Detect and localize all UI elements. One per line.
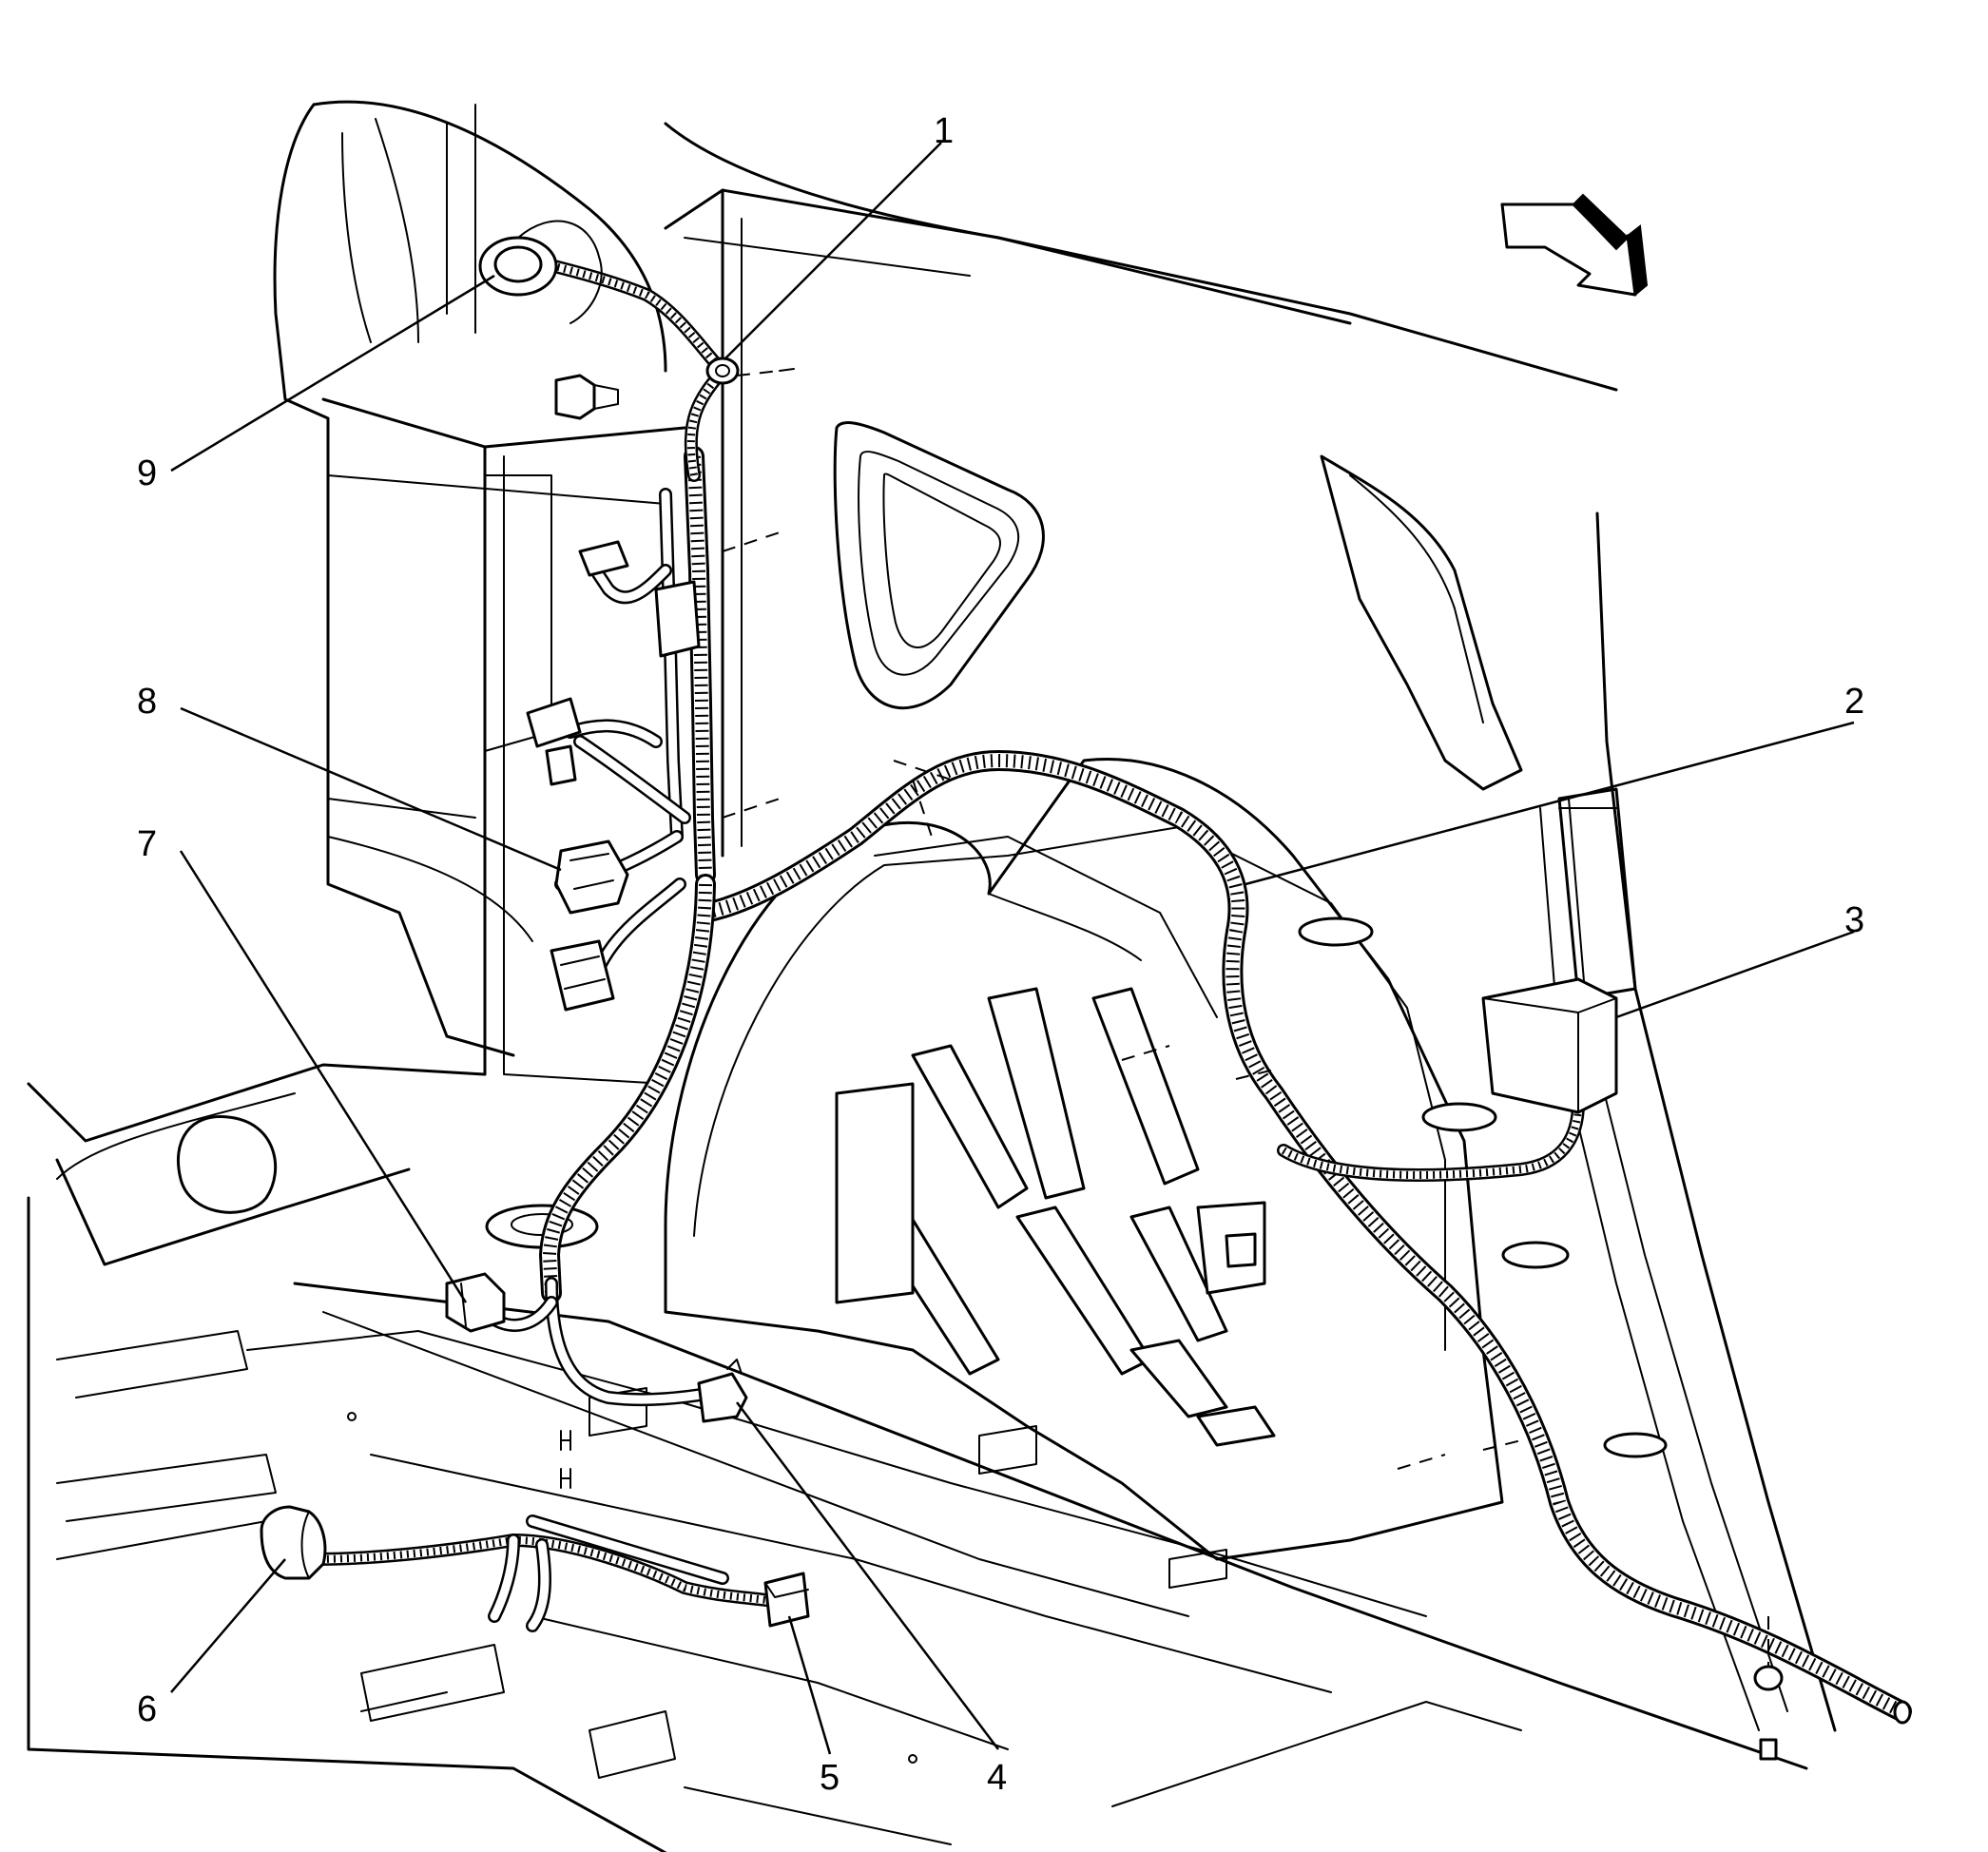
pillar-connector <box>545 744 577 786</box>
leader-3 <box>1615 930 1855 1019</box>
leader-6 <box>170 1558 286 1693</box>
leader-2 <box>1245 721 1855 886</box>
callout-4: 4 <box>987 1758 1007 1798</box>
callout-5: 5 <box>820 1758 840 1798</box>
pillar-connector <box>526 697 582 748</box>
wiring-harness <box>307 250 1912 1725</box>
slot-opening <box>1603 1432 1668 1458</box>
harness-clip-grommet <box>705 357 795 385</box>
access-hole-left <box>176 1114 278 1214</box>
floor-harness <box>307 1277 786 1632</box>
slot-opening <box>1421 1102 1497 1132</box>
callout-9: 9 <box>137 453 157 493</box>
callout-2: 2 <box>1844 682 1864 722</box>
floor-pan <box>27 1196 667 1852</box>
harness-connector-8 <box>554 839 629 915</box>
callout-1: 1 <box>934 111 954 151</box>
leader-9 <box>170 274 495 473</box>
tail-lamp-recess <box>1557 787 1637 1000</box>
callout-8: 8 <box>137 682 157 722</box>
components <box>260 220 1784 1761</box>
leader-1 <box>724 142 942 360</box>
floor-branch-harness <box>539 874 716 1303</box>
callout-labels: 1 2 3 4 5 6 7 8 9 <box>137 111 1864 1798</box>
wheel-house <box>664 758 1504 1561</box>
pillar-connector-lower <box>550 939 615 1012</box>
floor-connector-4 <box>697 1359 748 1423</box>
slot-opening <box>1298 916 1374 947</box>
floor-connector-5 <box>763 1572 810 1628</box>
leader-8 <box>180 706 562 872</box>
forward-direction-arrow-icon <box>1500 193 1649 297</box>
right-quarter-panel <box>1320 454 1523 791</box>
callout-3: 3 <box>1844 900 1864 940</box>
leader-lines <box>170 142 1855 1755</box>
slot-opening <box>1501 1241 1570 1269</box>
module-branch-harness <box>1277 1096 1585 1182</box>
leader-7 <box>179 850 468 1303</box>
rear-connector-upper <box>478 220 603 324</box>
floor-connector-7 <box>445 1272 506 1333</box>
leader-4 <box>736 1401 999 1750</box>
quarter-trim-opening <box>833 421 1045 710</box>
body-structure <box>27 100 1837 1852</box>
floor-connector-6 <box>260 1505 327 1580</box>
bolt <box>554 374 619 420</box>
rear-harness-clip <box>1753 1665 1784 1761</box>
left-pillar <box>273 103 515 1057</box>
electronic-module <box>1481 977 1618 1114</box>
pillar-connector <box>578 540 629 577</box>
callout-6: 6 <box>137 1689 157 1729</box>
leader-5 <box>787 1615 832 1755</box>
callout-7: 7 <box>137 824 157 864</box>
pillar-connector <box>654 580 701 658</box>
